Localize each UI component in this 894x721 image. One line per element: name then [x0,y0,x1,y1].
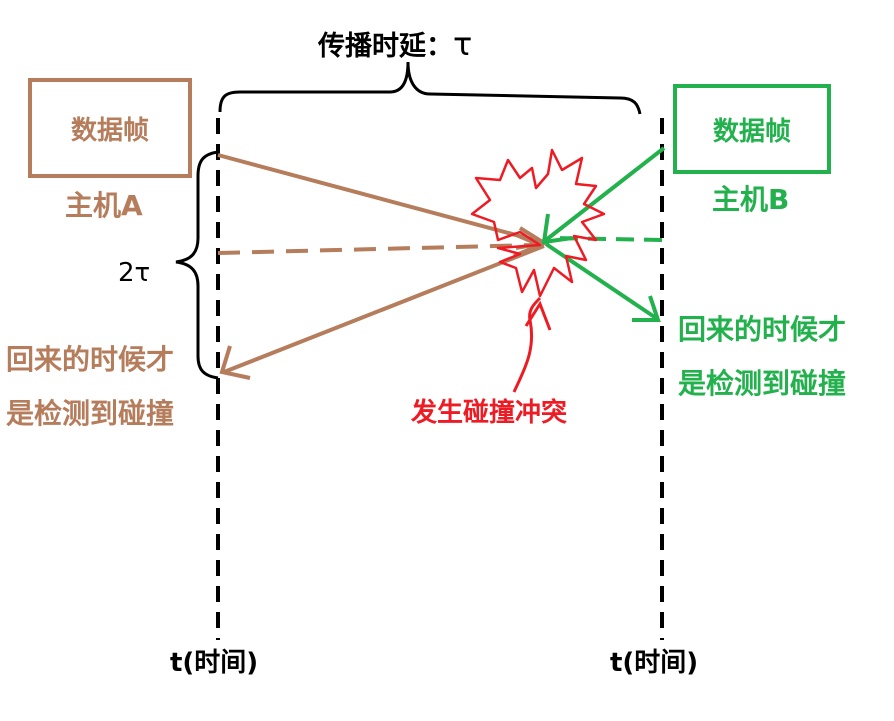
frame-b-dashed-arrow [551,236,663,242]
propagation-delay-text: 传播时延： [318,31,453,62]
round-trip-brace [175,150,219,380]
time-axis-label-right: t(时间) [610,648,699,678]
host-b-name: 主机B [712,183,790,216]
frame-a-return-arrowhead [219,345,251,380]
host-b-frame-label: 数据帧 [712,116,791,147]
frame-b-return-arrow [544,242,658,320]
time-axis-label-left: t(时间) [170,648,259,678]
frame-b-outgoing-arrow [544,146,666,242]
host-a-frame-label: 数据帧 [70,115,149,146]
host-b-detect-line1: 回来的时候才 [678,313,847,346]
frame-a-return-arrow [223,244,545,374]
collision-pointer-arrowhead [524,300,552,331]
collision-label: 发生碰撞冲突 [411,398,568,428]
propagation-delay-label: 传播时延：τ [318,28,472,60]
propagation-delay-brace [218,61,642,115]
host-a-detect-line2: 是检测到碰撞 [6,397,175,430]
tau-symbol: τ [453,25,473,63]
host-a-detect-line1: 回来的时候才 [6,343,175,376]
frame-a-outgoing-arrow [217,153,543,244]
host-a-frame-box: 数据帧 [28,78,192,178]
collision-burst [470,148,606,298]
round-trip-label: 2τ [118,258,151,288]
frame-a-dashed-arrow [217,243,537,255]
host-b-frame-box: 数据帧 [673,84,831,174]
host-a-name: 主机A [65,189,143,222]
frame-b-return-arrowhead [632,295,661,322]
host-b-detect-line2: 是检测到碰撞 [678,367,847,400]
